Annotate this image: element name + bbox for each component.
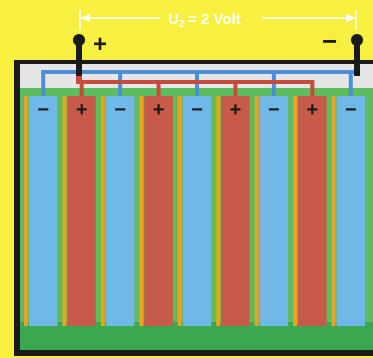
separator <box>293 96 298 326</box>
negative-plate <box>259 96 289 326</box>
negative-plate-sign: − <box>37 99 49 121</box>
positive-plate-tab <box>79 82 84 96</box>
negative-plate-tab <box>41 72 46 96</box>
positive-terminal-link <box>76 72 82 84</box>
plates-group <box>24 96 365 326</box>
sediment-floor <box>20 322 373 350</box>
negative-plate-sign: − <box>345 99 357 121</box>
negative-plate <box>105 96 135 326</box>
separator <box>100 96 105 326</box>
positive-plate-tab <box>233 82 238 96</box>
positive-plate <box>221 96 250 326</box>
negative-plate-tab <box>348 72 353 96</box>
separator <box>139 96 144 326</box>
positive-plate-sign: + <box>306 99 318 121</box>
separator <box>62 96 67 326</box>
positive-plate-tab <box>310 82 315 96</box>
plate-signs-group: − + − + − + − + − <box>37 99 356 121</box>
separator <box>331 96 336 326</box>
negative-plate <box>182 96 212 326</box>
negative-terminal-sign: − <box>322 26 337 56</box>
positive-plate-sign: + <box>153 99 165 121</box>
negative-terminal <box>351 34 363 76</box>
negative-plate <box>336 96 365 326</box>
voltage-dimension-arrow <box>79 10 357 30</box>
positive-terminal-sign: + <box>93 31 107 58</box>
positive-terminal <box>73 34 85 76</box>
positive-plate <box>144 96 173 326</box>
positive-plate-tab <box>156 82 161 96</box>
negative-plate <box>29 96 58 326</box>
separator <box>254 96 259 326</box>
negative-busbar <box>41 70 357 74</box>
separator <box>216 96 221 326</box>
negative-plate-sign: − <box>114 99 126 121</box>
voltage-label: UZ= 2 Volt <box>168 11 241 30</box>
negative-plate-sign: − <box>268 99 280 121</box>
separator <box>24 96 28 326</box>
negative-plate-sign: − <box>191 99 203 121</box>
positive-plate <box>67 96 96 326</box>
separator <box>177 96 182 326</box>
positive-plate-sign: + <box>76 99 88 121</box>
positive-busbar <box>79 80 315 84</box>
positive-plate-sign: + <box>230 99 242 121</box>
positive-plate <box>298 96 327 326</box>
